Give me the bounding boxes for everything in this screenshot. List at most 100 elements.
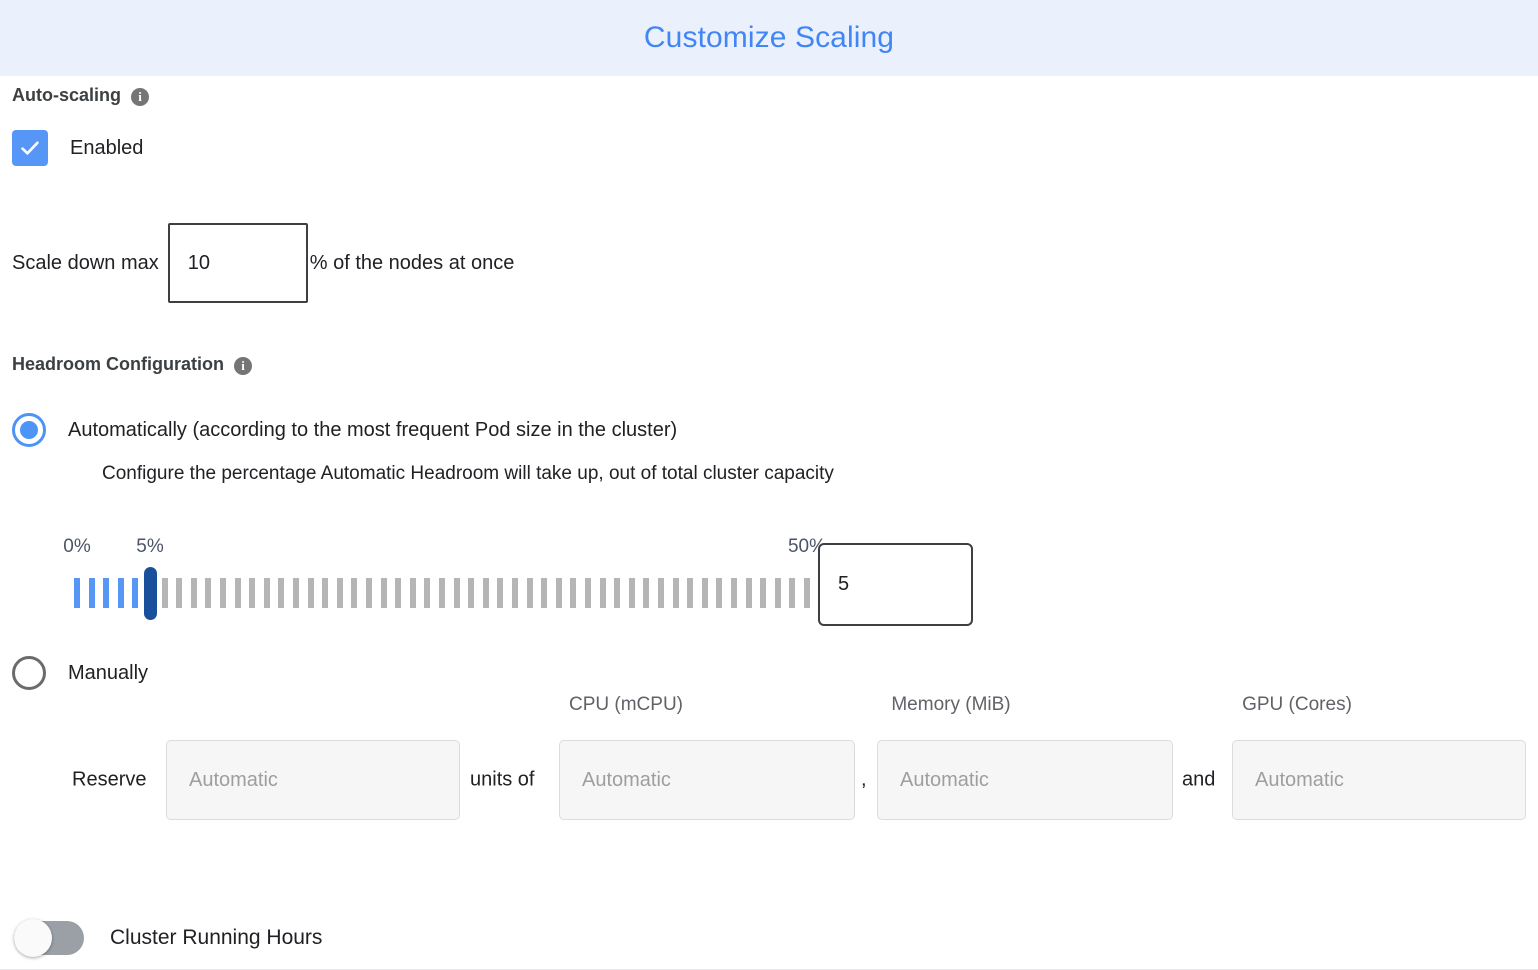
- slider-tick: [599, 578, 606, 608]
- slider-tick: [132, 578, 139, 608]
- gpu-field-header: GPU (Cores): [1242, 694, 1352, 715]
- auto-scaling-enabled-row[interactable]: Enabled: [12, 130, 149, 166]
- slider-tick: [804, 578, 810, 608]
- slider-tick: [701, 578, 708, 608]
- slider-tick: [176, 578, 183, 608]
- slider-tick: [687, 578, 694, 608]
- slider-tick: [234, 578, 241, 608]
- slider-tick: [658, 578, 664, 608]
- headroom-configuration-section: Headroom Configuration i Automatically (…: [12, 354, 834, 485]
- info-icon[interactable]: i: [234, 356, 252, 375]
- slider-tick: [117, 578, 124, 608]
- slider-tick: [482, 578, 489, 608]
- slider-tick: [570, 578, 577, 608]
- slider-tick: [541, 578, 548, 608]
- slider-tick: [672, 578, 679, 608]
- slider-current-label: 5%: [136, 536, 164, 557]
- memory-reserve-input[interactable]: [877, 740, 1173, 820]
- headroom-manual-option[interactable]: Manually: [12, 656, 148, 690]
- slider-tick: [380, 578, 387, 608]
- slider-tick: [628, 578, 635, 608]
- gpu-reserve-input[interactable]: [1232, 740, 1526, 820]
- slider-tick: [585, 578, 591, 608]
- slider-tick: [74, 578, 80, 608]
- slider-tick: [409, 578, 416, 608]
- reserve-section: CPU (mCPU) Memory (MiB) GPU (Cores) Rese…: [0, 694, 1538, 820]
- slider-tick: [453, 578, 460, 608]
- page-title: Customize Scaling: [643, 21, 895, 54]
- slider-tick: [526, 578, 533, 608]
- slider-tick: [731, 578, 737, 608]
- slider-tick: [351, 578, 358, 608]
- checkbox-icon[interactable]: [12, 130, 48, 166]
- slider-tick: [190, 578, 197, 608]
- scale-down-max-suffix: % of the nodes at once: [309, 251, 515, 274]
- cluster-running-hours-toggle[interactable]: [14, 919, 84, 957]
- memory-field-header: Memory (MiB): [891, 694, 1011, 715]
- scale-down-max-label: Scale down max: [12, 251, 159, 274]
- cpu-reserve-input[interactable]: [559, 740, 855, 820]
- reserve-label: Reserve: [72, 768, 147, 791]
- cluster-running-hours-row[interactable]: Cluster Running Hours: [14, 919, 323, 957]
- slider-tick: [745, 578, 752, 608]
- headroom-automatic-option[interactable]: Automatically (according to the most fre…: [12, 413, 834, 447]
- units-of-label: units of: [470, 768, 535, 791]
- slider-min-label: 0%: [63, 536, 91, 557]
- slider-tick: [512, 578, 518, 608]
- and-separator: and: [1182, 768, 1216, 791]
- slider-tick: [205, 578, 212, 608]
- auto-scaling-section: Auto-scaling i Enabled: [12, 85, 150, 166]
- headroom-automatic-label: Automatically (according to the most fre…: [68, 419, 678, 441]
- slider-tick: [439, 578, 445, 608]
- slider-tick: [336, 578, 343, 608]
- headroom-percentage-input[interactable]: [818, 543, 973, 626]
- reserve-units-input[interactable]: [166, 740, 460, 820]
- toggle-knob: [14, 919, 52, 957]
- auto-scaling-enabled-label: Enabled: [70, 136, 144, 159]
- headroom-manual-label: Manually: [68, 662, 149, 684]
- headroom-manual-section: Manually: [12, 656, 148, 690]
- reserve-inputs-row: Reserve units of , and: [0, 740, 1538, 820]
- comma-separator: ,: [861, 768, 867, 791]
- slider-thumb[interactable]: [143, 567, 157, 620]
- slider-labels: 0% 5% 50%: [63, 536, 980, 562]
- slider-tick: [395, 578, 402, 608]
- cluster-running-hours-label: Cluster Running Hours: [110, 926, 323, 949]
- slider-tick: [322, 578, 329, 608]
- radio-unselected-icon[interactable]: [12, 656, 46, 690]
- slider-tick: [760, 578, 767, 608]
- reserve-field-headers: CPU (mCPU) Memory (MiB) GPU (Cores): [0, 694, 1538, 724]
- slider-tick: [161, 578, 168, 608]
- slider-tick: [307, 578, 314, 608]
- slider-tick: [789, 578, 796, 608]
- slider-tick: [366, 578, 372, 608]
- headroom-heading: Headroom Configuration i: [12, 354, 252, 375]
- headroom-percentage-slider-area: 0% 5% 50%: [63, 536, 980, 632]
- slider-tick: [278, 578, 285, 608]
- slider-tick: [88, 578, 95, 608]
- scale-down-max-input[interactable]: [167, 223, 308, 303]
- slider-tick: [716, 578, 723, 608]
- slider-tick: [424, 578, 431, 608]
- radio-selected-icon[interactable]: [12, 413, 46, 447]
- slider-tick: [643, 578, 650, 608]
- auto-scaling-heading: Auto-scaling i: [12, 85, 150, 106]
- slider-tick: [220, 578, 226, 608]
- headroom-heading-label: Headroom Configuration: [12, 354, 224, 374]
- auto-scaling-heading-label: Auto-scaling: [12, 85, 122, 105]
- slider-tick: [103, 578, 110, 608]
- slider-tick: [293, 578, 299, 608]
- slider-tick: [555, 578, 562, 608]
- slider-tick: [497, 578, 504, 608]
- slider-tick: [249, 578, 256, 608]
- scale-down-max-row: Scale down max % of the nodes at once: [12, 223, 514, 303]
- slider-tick: [263, 578, 270, 608]
- slider-tick: [774, 578, 781, 608]
- slider-track[interactable]: [74, 567, 810, 620]
- headroom-automatic-description: Configure the percentage Automatic Headr…: [102, 463, 834, 484]
- slider-max-label: 50%: [787, 536, 827, 557]
- cpu-field-header: CPU (mCPU): [569, 694, 683, 715]
- info-icon[interactable]: i: [131, 87, 150, 106]
- page-header: Customize Scaling: [0, 0, 1538, 76]
- slider-tick: [468, 578, 475, 608]
